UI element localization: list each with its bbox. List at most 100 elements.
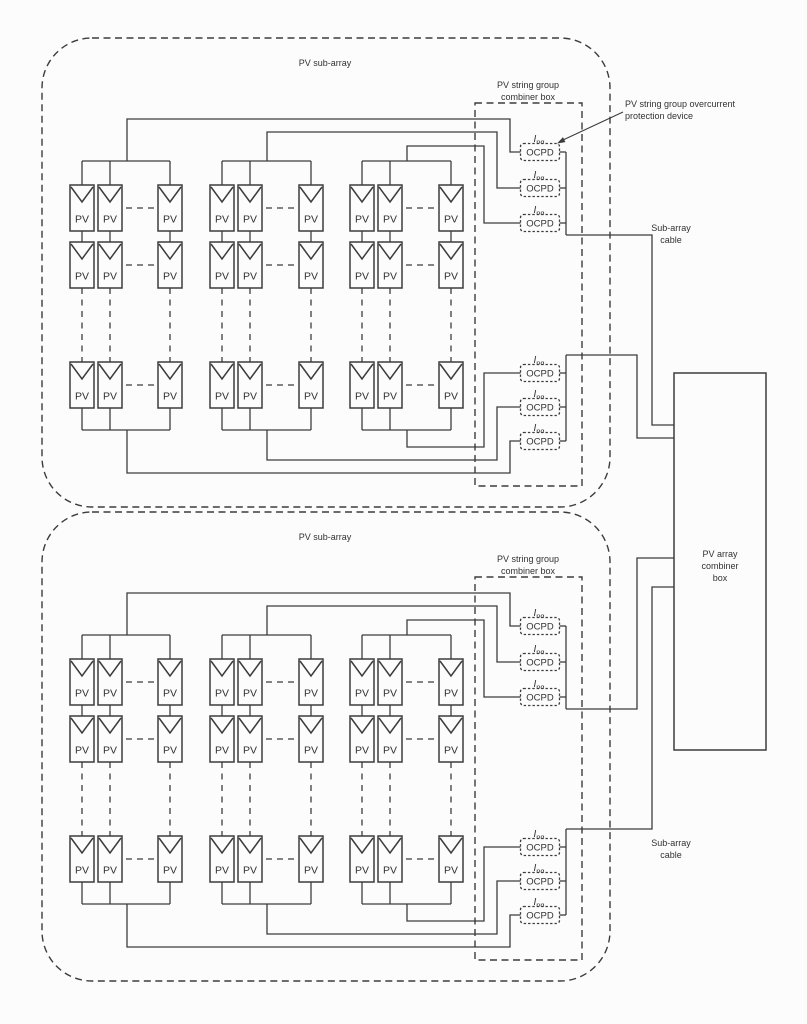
pv-module: PV bbox=[298, 835, 324, 883]
string-current-label: Ing bbox=[533, 423, 544, 436]
pv-module-body bbox=[377, 361, 403, 409]
pv-module: PV bbox=[209, 184, 235, 232]
string-group-positive-wire bbox=[126, 118, 521, 161]
ocpd-label: OCPD bbox=[526, 911, 554, 922]
pv-module: PV bbox=[237, 835, 263, 883]
string-group-return-wire bbox=[406, 846, 521, 922]
ocpd-box bbox=[519, 431, 561, 451]
pv-module-body bbox=[438, 184, 464, 232]
pv-module-body bbox=[377, 835, 403, 883]
current-label-subscript: ng bbox=[536, 427, 544, 436]
pv-module-symbol bbox=[158, 837, 182, 855]
sub-array-cable-label-line2: cable bbox=[660, 235, 682, 245]
ocpd-box bbox=[519, 142, 561, 162]
pv-module-body bbox=[69, 361, 95, 409]
string-current-label: Ing bbox=[533, 205, 544, 218]
pv-module-label: PV bbox=[215, 688, 229, 700]
pv-module: PV bbox=[377, 361, 403, 409]
pv-module: PV bbox=[298, 361, 324, 409]
pv-module-label: PV bbox=[355, 865, 369, 877]
string-current-label: Ing bbox=[533, 134, 544, 147]
ocpd-box bbox=[519, 837, 561, 857]
pv-module-body bbox=[377, 241, 403, 289]
current-label-base: I bbox=[533, 423, 536, 434]
pv-module-body bbox=[209, 241, 235, 289]
pv-module-body bbox=[298, 835, 324, 883]
pv-module-symbol bbox=[98, 363, 122, 381]
pv-module-symbol bbox=[238, 243, 262, 261]
pv-module-symbol bbox=[439, 243, 463, 261]
ocpd-box bbox=[519, 871, 561, 891]
ocpd-box bbox=[519, 905, 561, 925]
pv-module-symbol bbox=[70, 243, 94, 261]
pv-module: PV bbox=[237, 361, 263, 409]
pv-module-body bbox=[237, 184, 263, 232]
pv-module-symbol bbox=[210, 363, 234, 381]
pv-module-body bbox=[209, 658, 235, 706]
pv-module-body bbox=[69, 184, 95, 232]
pv-module-symbol bbox=[238, 717, 262, 735]
pv-module-label: PV bbox=[444, 391, 458, 403]
pv-module-symbol bbox=[299, 186, 323, 204]
pv-module-body bbox=[69, 715, 95, 763]
pv-module-label: PV bbox=[103, 745, 117, 757]
pv-module-body bbox=[157, 241, 183, 289]
pv-module-body bbox=[97, 241, 123, 289]
pv-module: PV bbox=[69, 361, 95, 409]
current-label-base: I bbox=[533, 897, 536, 908]
pv-module: PV bbox=[97, 241, 123, 289]
pv-array-combiner-box-label-line3: box bbox=[713, 573, 728, 583]
current-label-subscript: ng bbox=[536, 138, 544, 147]
ocpd-annotation-line2: protection device bbox=[625, 111, 693, 121]
pv-module-body bbox=[298, 715, 324, 763]
sub-array-label: PV sub-array bbox=[299, 58, 352, 68]
pv-module: PV bbox=[209, 241, 235, 289]
pv-module-label: PV bbox=[355, 745, 369, 757]
pv-module-label: PV bbox=[444, 688, 458, 700]
ocpd-label: OCPD bbox=[526, 184, 554, 195]
current-label-base: I bbox=[533, 863, 536, 874]
pv-module-label: PV bbox=[383, 271, 397, 283]
pv-module-body bbox=[349, 658, 375, 706]
pv-module-symbol bbox=[238, 837, 262, 855]
current-label-base: I bbox=[533, 205, 536, 216]
pv-module-symbol bbox=[158, 717, 182, 735]
pv-module-symbol bbox=[350, 363, 374, 381]
pv-module-body bbox=[209, 361, 235, 409]
pv-module-body bbox=[97, 658, 123, 706]
pv-module-symbol bbox=[439, 363, 463, 381]
pv-module-symbol bbox=[70, 837, 94, 855]
string-current-label: Ing bbox=[533, 644, 544, 657]
pv-module-label: PV bbox=[75, 214, 89, 226]
pv-module-body bbox=[438, 715, 464, 763]
pv-module: PV bbox=[69, 241, 95, 289]
pv-module-body bbox=[237, 658, 263, 706]
pv-module: PV bbox=[349, 715, 375, 763]
string-current-label: Ing bbox=[533, 170, 544, 183]
pv-module-label: PV bbox=[304, 391, 318, 403]
pv-module-symbol bbox=[439, 660, 463, 678]
pv-module-symbol bbox=[439, 186, 463, 204]
string-group-return-wire bbox=[266, 880, 521, 935]
sub-array-cable-negative bbox=[566, 586, 674, 830]
pv-module-label: PV bbox=[444, 214, 458, 226]
pv-module-label: PV bbox=[163, 688, 177, 700]
pv-module-symbol bbox=[98, 660, 122, 678]
pv-module-body bbox=[377, 715, 403, 763]
pv-module-body bbox=[237, 361, 263, 409]
pv-module-symbol bbox=[158, 363, 182, 381]
pv-module-symbol bbox=[158, 243, 182, 261]
ocpd-label: OCPD bbox=[526, 658, 554, 669]
pv-module-label: PV bbox=[383, 214, 397, 226]
pv-module-symbol bbox=[238, 660, 262, 678]
